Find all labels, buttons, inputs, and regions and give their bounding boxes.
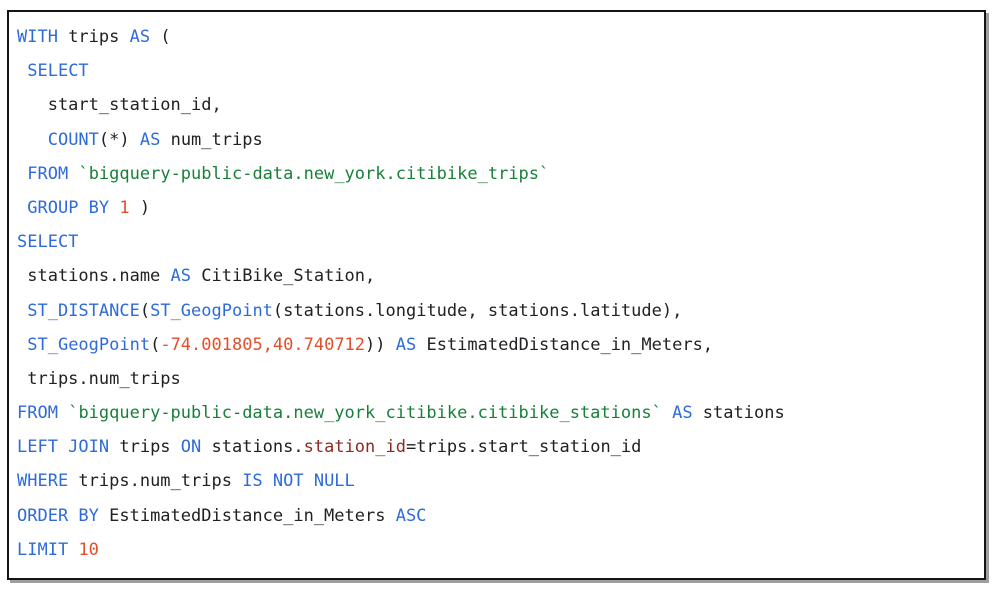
code-token-kw: ST_GeogPoint <box>150 300 273 321</box>
code-token-id <box>68 540 78 560</box>
code-token-id <box>17 198 27 218</box>
code-token-id: ) <box>129 197 151 218</box>
code-token-kw: FROM <box>27 163 69 184</box>
code-line: GROUP BY 1 ) <box>17 191 980 225</box>
code-line: SELECT <box>17 225 980 259</box>
code-token-id: ( <box>139 300 151 321</box>
code-token-id <box>109 198 119 218</box>
code-token-id <box>17 61 27 81</box>
code-token-id: trips.num_trips <box>68 471 243 492</box>
code-token-kw: ON <box>180 437 202 458</box>
code-token-kw: AS <box>129 27 151 47</box>
code-token-kw: ASC <box>395 505 427 526</box>
code-line: LEFT JOIN trips ON stations.station_id=t… <box>17 430 980 464</box>
code-token-num: 10 <box>78 539 99 560</box>
code-token-id: EstimatedDistance_in_Meters <box>98 505 396 526</box>
code-line: WITH trips AS ( <box>17 20 980 54</box>
code-line: start_station_id, <box>17 88 980 122</box>
code-token-id <box>662 403 672 423</box>
code-token-id: (*) <box>98 129 140 150</box>
code-frame: WITH trips AS ( SELECT start_station_id,… <box>7 10 986 580</box>
code-token-id: stations.name <box>17 266 171 287</box>
code-line: COUNT(*) AS num_trips <box>17 123 980 157</box>
code-token-kw: ST_GeogPoint <box>27 334 151 355</box>
code-token-kw: WHERE <box>17 471 69 492</box>
code-token-id: stations. <box>201 437 304 458</box>
code-token-id: trips.num_trips <box>17 368 181 389</box>
code-token-num: -74.001805,40.740712 <box>160 334 366 355</box>
code-token-kw: LIMIT <box>17 539 69 560</box>
code-line: FROM `bigquery-public-data.new_york.citi… <box>17 157 980 191</box>
code-line: WHERE trips.num_trips IS NOT NULL <box>17 464 980 498</box>
code-token-kw: AS <box>395 334 417 355</box>
code-token-kw: FROM <box>17 403 58 424</box>
code-line: SELECT <box>17 54 980 88</box>
code-token-id: )) <box>365 334 396 355</box>
code-token-id <box>17 130 48 150</box>
code-token-num: 1 <box>119 197 130 218</box>
code-line: ORDER BY EstimatedDistance_in_Meters ASC <box>17 499 980 533</box>
code-line: FROM `bigquery-public-data.new_york_citi… <box>17 396 980 430</box>
code-token-id <box>17 164 27 184</box>
code-token-kw: IS NOT NULL <box>242 471 355 492</box>
code-token-id <box>17 335 27 355</box>
code-token-kw: LEFT JOIN <box>17 437 110 458</box>
code-token-kw: COUNT <box>47 129 99 150</box>
code-token-id <box>68 164 78 184</box>
code-token-id <box>17 301 27 321</box>
code-token-kw: AS <box>170 266 192 287</box>
code-token-kw: SELECT <box>27 61 89 82</box>
code-token-id: num_trips <box>160 129 263 150</box>
code-line: LIMIT 10 <box>17 533 980 567</box>
code-token-kw: AS <box>139 129 161 150</box>
code-token-kw: AS <box>672 403 693 424</box>
code-token-id: =trips.start_station_id <box>405 437 642 458</box>
code-token-id <box>58 403 68 423</box>
code-line: ST_GeogPoint(-74.001805,40.740712)) AS E… <box>17 328 980 362</box>
sql-code-block[interactable]: WITH trips AS ( SELECT start_station_id,… <box>17 20 980 567</box>
code-line: ST_DISTANCE(ST_GeogPoint(stations.longit… <box>17 294 980 328</box>
code-token-id: start_station_id, <box>17 95 222 116</box>
code-token-str: `bigquery-public-data.new_york.citibike_… <box>78 163 550 184</box>
code-token-id: trips <box>109 437 181 458</box>
code-token-prop: station_id <box>303 437 406 458</box>
code-token-str: `bigquery-public-data.new_york_citibike.… <box>68 403 662 424</box>
code-token-kw: WITH <box>17 27 58 47</box>
code-line: stations.name AS CitiBike_Station, <box>17 259 980 293</box>
code-token-kw: GROUP BY <box>27 197 110 218</box>
code-token-id: EstimatedDistance_in_Meters, <box>416 334 714 355</box>
code-token-id: ( <box>150 27 171 47</box>
code-token-id: stations <box>692 403 785 424</box>
code-token-kw: ST_DISTANCE <box>27 300 140 321</box>
code-token-id: ( <box>150 334 161 355</box>
code-line: trips.num_trips <box>17 362 980 396</box>
code-token-kw: SELECT <box>17 232 79 253</box>
code-token-kw: ORDER BY <box>17 505 99 526</box>
code-token-id: (stations.longitude, stations.latitude), <box>272 300 683 321</box>
code-token-id: CitiBike_Station, <box>191 266 376 287</box>
code-token-id: trips <box>57 27 130 47</box>
